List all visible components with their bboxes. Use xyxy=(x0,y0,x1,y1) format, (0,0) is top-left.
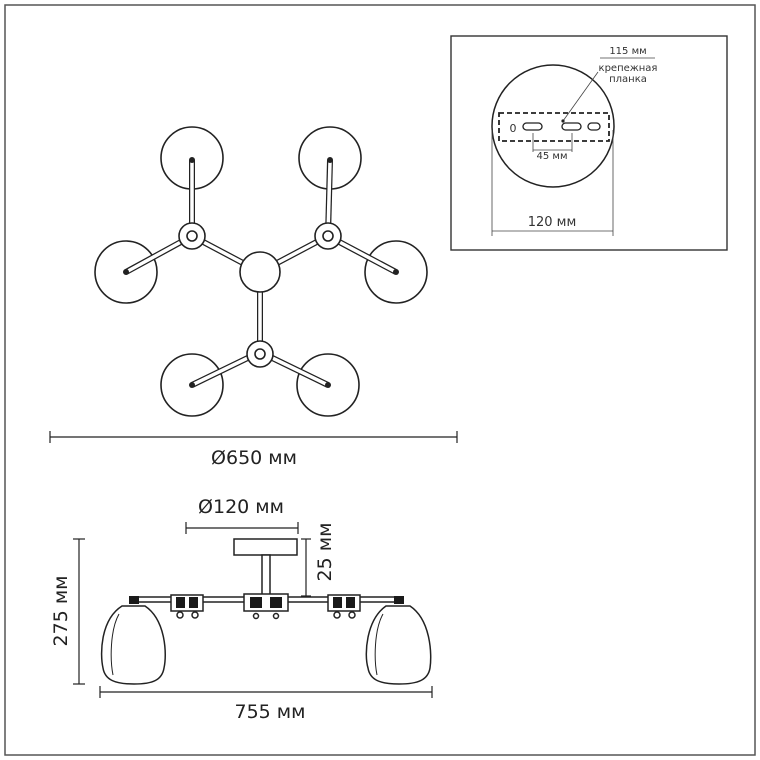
stem xyxy=(261,554,271,597)
side-view xyxy=(100,538,432,685)
shade-left xyxy=(94,240,158,304)
outer-frame xyxy=(4,4,756,756)
diameter-dimension xyxy=(49,431,458,443)
width-label: 755 мм xyxy=(235,701,306,723)
top-view xyxy=(94,126,428,417)
slot-left xyxy=(522,122,543,131)
mount-plate xyxy=(491,64,615,188)
strip-length-label: 115 мм xyxy=(609,46,646,57)
diameter-label: Ø650 мм xyxy=(211,447,297,469)
shade-side-left xyxy=(100,605,166,685)
shade-bottom-right xyxy=(296,353,360,417)
shade-side-right xyxy=(365,605,432,685)
slot-right xyxy=(587,122,601,131)
height-dimension xyxy=(73,538,85,685)
canopy-side xyxy=(233,538,298,556)
canopy-height-label: 25 мм xyxy=(314,523,336,582)
plate-diameter-label: 120 мм xyxy=(528,215,577,230)
strip-label-line1: крепежная xyxy=(599,63,658,74)
canopy-diameter-label: Ø120 мм xyxy=(198,496,284,518)
height-label: 275 мм xyxy=(50,576,72,647)
slot-marker: 0 xyxy=(510,122,517,135)
hole-spacing-label: 45 мм xyxy=(537,151,568,162)
shade-right xyxy=(364,240,428,304)
canopy-dimension xyxy=(185,522,299,534)
shade-bottom-left xyxy=(160,353,224,417)
mounting-strip xyxy=(498,112,610,142)
slot-middle xyxy=(561,122,582,131)
mount-inset: 0 115 мм крепежная планка 45 мм 120 мм xyxy=(450,35,728,251)
canopy-height-dimension xyxy=(301,538,311,597)
width-dimension xyxy=(99,686,433,698)
strip-label-line2: планка xyxy=(609,74,647,85)
canopy-center xyxy=(239,251,281,293)
